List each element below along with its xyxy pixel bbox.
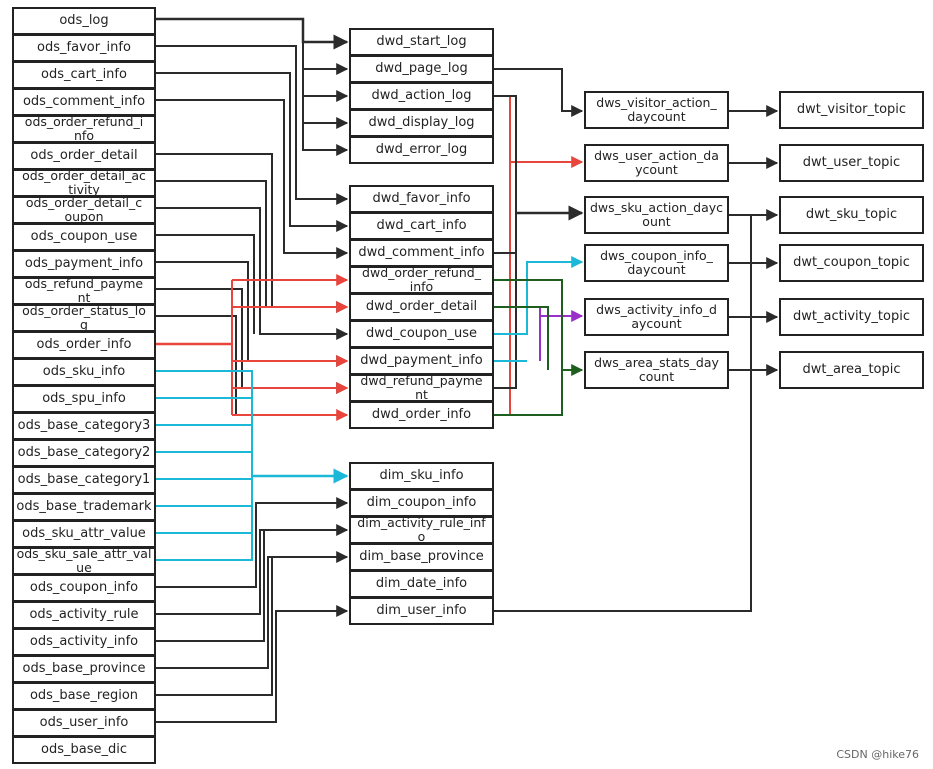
node-dwd-comment-info: dwd_comment_info: [349, 239, 494, 267]
connector-dark-12: [156, 261, 349, 367]
node-dwd-order-detail: dwd_order_detail: [349, 293, 494, 321]
connector-dark-32: [156, 524, 349, 615]
node-ods-base-region: ods_base_region: [12, 682, 156, 710]
node-ods-sku-attr-value: ods_sku_attr_value: [12, 520, 156, 548]
node-ods-sku-sale-attr-value: ods_sku_sale_attr_val ue: [12, 547, 156, 575]
node-dwd-action-log: dwd_action_log: [349, 82, 494, 110]
node-dwd-favor-info: dwd_favor_info: [349, 185, 494, 213]
connector-purple-45: [494, 306, 584, 322]
connector-dark-0: [156, 17, 349, 50]
connector-dark-40: [494, 95, 517, 389]
watermark: CSDN @hike76: [836, 748, 919, 761]
connector-dark-8: [156, 153, 349, 313]
node-ods-order-detail-activity: ods_order_detail_ac tivity: [12, 169, 156, 197]
connector-green-49: [494, 306, 549, 370]
node-dws-visitor-action-daycount: dws_visitor_action_ daycount: [584, 91, 729, 129]
node-dwt-area-topic: dwt_area_topic: [779, 351, 924, 389]
node-ods-favor-info: ods_favor_info: [12, 34, 156, 62]
node-dwd-cart-info: dwd_cart_info: [349, 212, 494, 240]
node-ods-activity-info: ods_activity_info: [12, 628, 156, 656]
connector-dark-14: [156, 315, 237, 415]
node-ods-order-info: ods_order_info: [12, 331, 156, 359]
node-ods-coupon-info: ods_coupon_info: [12, 574, 156, 602]
node-ods-order-refund-info: ods_order_refund_i nfo: [12, 115, 156, 143]
connector-dark-3: [302, 96, 349, 129]
node-ods-base-category2: ods_base_category2: [12, 439, 156, 467]
node-ods-payment-info: ods_payment_info: [12, 250, 156, 278]
connector-dark-31: [156, 497, 349, 588]
connector-dark-5: [156, 45, 349, 205]
node-ods-refund-payment: ods_refund_payme nt: [12, 277, 156, 305]
node-ods-base-category1: ods_base_category1: [12, 466, 156, 494]
connector-dark-9: [156, 180, 267, 307]
node-dwt-visitor-topic: dwt_visitor_topic: [779, 91, 924, 129]
node-dim-user-info: dim_user_info: [349, 597, 494, 625]
connector-dark-7: [156, 99, 349, 259]
connector-dark-6: [156, 72, 349, 232]
connector-dark-4: [302, 123, 349, 156]
connector-dark-1: [302, 42, 349, 75]
node-dim-date-info: dim_date_info: [349, 570, 494, 598]
node-dim-sku-info: dim_sku_info: [349, 462, 494, 490]
node-dwd-error-log: dwd_error_log: [349, 136, 494, 164]
connector-dark-10: [156, 207, 349, 340]
node-dwd-start-log: dwd_start_log: [349, 28, 494, 56]
connector-dark-56: [494, 215, 752, 612]
node-dwt-coupon-topic: dwt_coupon_topic: [779, 244, 924, 282]
node-ods-order-detail-coupon: ods_order_detail_c oupon: [12, 196, 156, 224]
node-dwd-display-log: dwd_display_log: [349, 109, 494, 137]
node-ods-user-info: ods_user_info: [12, 709, 156, 737]
connector-cyan-22: [156, 370, 253, 561]
node-dws-user-action-daycount: dws_user_action_da ycount: [584, 144, 729, 182]
connector-dark-33: [156, 530, 265, 642]
node-dwt-user-topic: dwt_user_topic: [779, 144, 924, 182]
node-ods-coupon-use: ods_coupon_use: [12, 223, 156, 251]
node-dwd-order-info: dwd_order_info: [349, 401, 494, 429]
connector-red-38: [494, 95, 511, 416]
connector-green-47: [494, 279, 563, 416]
node-dwd-page-log: dwd_page_log: [349, 55, 494, 83]
node-ods-base-dic: ods_base_dic: [12, 736, 156, 764]
node-ods-order-status-log: ods_order_status_lo g: [12, 304, 156, 332]
node-dwd-refund-payment: dwd_refund_payme nt: [349, 374, 494, 402]
node-dwt-activity-topic: dwt_activity_topic: [779, 298, 924, 336]
node-ods-activity-rule: ods_activity_rule: [12, 601, 156, 629]
node-ods-sku-info: ods_sku_info: [12, 358, 156, 386]
connector-dark-2: [302, 69, 349, 102]
connector-dark-11: [156, 234, 255, 334]
node-dwd-coupon-use: dwd_coupon_use: [349, 320, 494, 348]
connector-dark-37: [494, 68, 584, 117]
node-dwd-order-refund-info: dwd_order_refund_ info: [349, 266, 494, 294]
connector-dark-34: [156, 551, 349, 669]
connector-dark-36: [156, 605, 349, 723]
node-ods-cart-info: ods_cart_info: [12, 61, 156, 89]
node-ods-base-trademark: ods_base_trademark: [12, 493, 156, 521]
connector-dark-35: [156, 557, 273, 696]
node-dws-coupon-info-daycount: dws_coupon_info_ daycount: [584, 244, 729, 282]
node-dws-sku-action-daycount: dws_sku_action_dayc ount: [584, 196, 729, 234]
node-ods-comment-info: ods_comment_info: [12, 88, 156, 116]
node-dws-area-stats-daycount: dws_area_stats_day count: [584, 351, 729, 389]
node-dim-coupon-info: dim_coupon_info: [349, 489, 494, 517]
node-ods-base-province: ods_base_province: [12, 655, 156, 683]
node-dim-base-province: dim_base_province: [349, 543, 494, 571]
node-ods-order-detail: ods_order_detail: [12, 142, 156, 170]
node-ods-spu-info: ods_spu_info: [12, 385, 156, 413]
node-dwt-sku-topic: dwt_sku_topic: [779, 196, 924, 234]
node-ods-log: ods_log: [12, 7, 156, 35]
node-dwd-payment-info: dwd_payment_info: [349, 347, 494, 375]
node-ods-base-category3: ods_base_category3: [12, 412, 156, 440]
node-dws-activity-info-daycount: dws_activity_info_d aycount: [584, 298, 729, 336]
node-dim-activity-rule-info: dim_activity_rule_inf o: [349, 516, 494, 544]
connector-cyan-43: [494, 256, 584, 335]
